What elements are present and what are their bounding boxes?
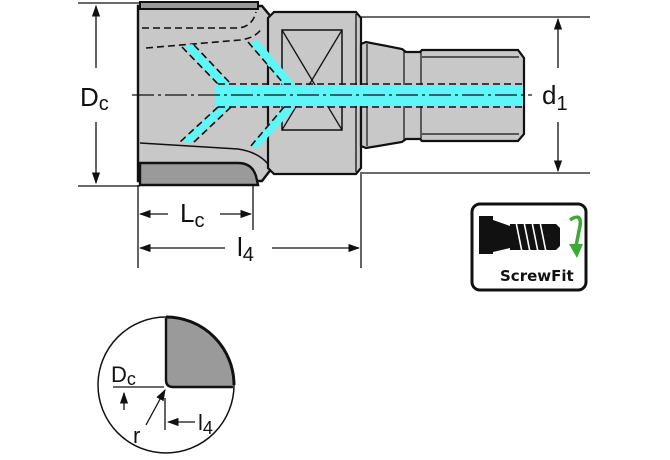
detail-dc-label: Dc	[111, 362, 136, 389]
detail-l4-label: l4	[198, 410, 213, 438]
screwfit-badge: ScrewFit	[470, 202, 588, 292]
screw-thread-icon	[479, 216, 560, 254]
d1-label: d1	[542, 80, 568, 115]
dc-label: Dc	[80, 82, 109, 115]
cutting-head	[136, 1, 274, 187]
lc-label: Lc	[180, 198, 204, 232]
detail-r-label: r	[133, 423, 140, 448]
corner-radius-detail: Dc r l4	[97, 315, 236, 454]
rotate-arrow-icon	[569, 215, 583, 258]
detail-insert	[164, 318, 233, 389]
l4-label: l4	[237, 232, 254, 266]
screwfit-label: ScrewFit	[500, 267, 574, 285]
cutting-insert	[138, 161, 260, 187]
